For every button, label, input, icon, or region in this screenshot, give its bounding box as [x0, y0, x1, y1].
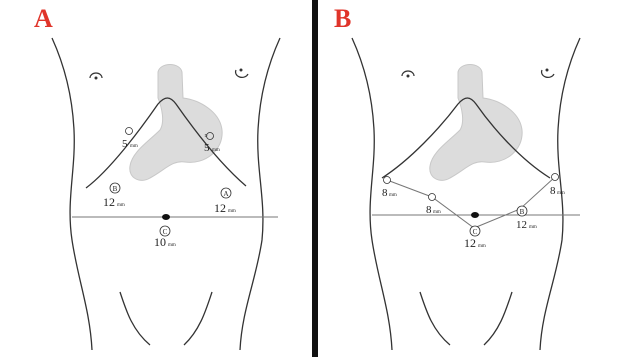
port-umbilical: C 10 mm	[154, 226, 176, 249]
port-unit: mm	[117, 203, 125, 208]
port-right-lateral: A 12 mm	[214, 188, 236, 215]
port-left-flank: 8 mm	[382, 177, 397, 200]
port-right-flank: 8 mm	[550, 174, 565, 198]
port-umbilical: C 12 mm	[464, 226, 486, 250]
port-unit: mm	[130, 144, 138, 149]
port-size: 12	[516, 219, 527, 231]
panel-a: A 5 mm D 5 m	[0, 0, 312, 357]
port-unit: mm	[557, 191, 565, 196]
left-nipple-dot	[407, 75, 410, 78]
port-symbol: D	[205, 133, 208, 138]
port-size: 8	[550, 185, 556, 197]
left-nipple-dot	[95, 77, 98, 80]
umbilicus-icon	[471, 212, 479, 218]
port-marker-icon	[552, 174, 559, 181]
panel-b: B 8 mm 8	[318, 0, 617, 357]
port-size: 5	[122, 138, 128, 150]
umbilicus-icon	[162, 214, 170, 220]
port-left-subcostal: 5 mm	[122, 128, 138, 151]
port-left-mid: 8 mm	[426, 194, 441, 217]
torso-diagram-a: 5 mm D 5 mm B 12 mm A 12 mm C 10 mm	[0, 0, 312, 357]
port-arc-line	[387, 177, 555, 228]
port-unit: mm	[389, 193, 397, 198]
port-unit: mm	[228, 209, 236, 214]
port-unit: mm	[433, 210, 441, 215]
port-size: 12	[464, 236, 476, 250]
port-size: 12	[214, 201, 226, 215]
right-nipple-dot	[240, 69, 243, 72]
port-marker-icon	[429, 194, 436, 201]
port-left-lateral: B 12 mm	[103, 183, 125, 209]
port-unit: mm	[478, 244, 486, 249]
port-size: 10	[154, 235, 166, 249]
port-marker-icon	[384, 177, 391, 184]
port-size: 8	[382, 187, 388, 199]
port-symbol: C	[473, 228, 478, 236]
port-symbol: B	[113, 185, 118, 193]
port-size: 5	[204, 142, 210, 154]
stomach-icon	[130, 65, 222, 181]
port-unit: mm	[212, 148, 220, 153]
port-unit: mm	[529, 225, 537, 230]
torso-diagram-b: 8 mm 8 mm C 12 mm B 12 mm 8 mm	[318, 0, 617, 357]
port-size: 8	[426, 204, 432, 216]
port-symbol: B	[520, 208, 525, 216]
port-right-mid: B 12 mm	[516, 206, 537, 231]
port-size: 12	[103, 195, 115, 209]
right-nipple-dot	[546, 69, 549, 72]
port-marker-icon	[126, 128, 133, 135]
port-symbol: A	[223, 190, 228, 198]
port-unit: mm	[168, 243, 176, 248]
